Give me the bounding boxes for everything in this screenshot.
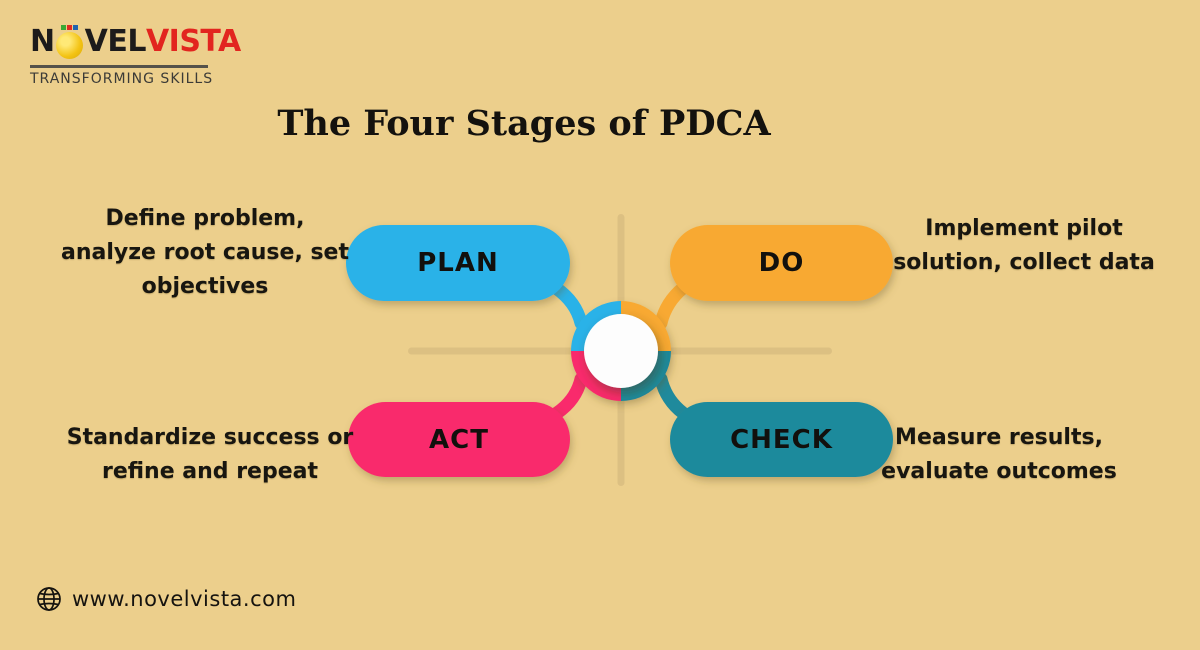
logo-letters-vel: VEL [84, 24, 147, 59]
do-description: Implement pilot solution, collect data [893, 216, 1155, 275]
footer: www.novelvista.com [36, 586, 296, 612]
logo-letter-n: N [30, 24, 55, 59]
plan-connector [549, 281, 588, 330]
page-title: The Four Stages of PDCA [277, 103, 771, 144]
logo-tagline: TRANSFORMING SKILLS [30, 70, 214, 87]
act-description: Standardize success or refine and repeat [66, 425, 354, 484]
act-connector [550, 372, 588, 420]
act-label: ACT [429, 424, 489, 455]
plan-label: PLAN [417, 248, 499, 278]
do-pill [670, 225, 893, 301]
plan-description: Define problem, analyze root cause, set … [61, 206, 349, 299]
check-connector [654, 372, 690, 420]
logo-letters-vista: VISTA [145, 24, 241, 59]
logo-color-squares [60, 25, 78, 30]
check-label: CHECK [730, 424, 833, 455]
logo-divider-line [30, 65, 208, 68]
check-description: Measure results, evaluate outcomes [881, 425, 1117, 484]
bulb-circle [55, 32, 83, 59]
plan-pill [346, 225, 570, 301]
act-pill [348, 402, 570, 477]
center-white-circle [584, 314, 658, 388]
globe-icon [37, 587, 61, 611]
website-url: www.novelvista.com [72, 587, 297, 611]
lightbulb-icon [55, 25, 84, 59]
check-pill [670, 402, 893, 477]
logo-wordmark: N VEL VISTA [30, 22, 241, 62]
do-label: DO [758, 248, 805, 278]
do-connector [654, 281, 690, 330]
novelvista-logo: N VEL VISTA TRANSFORMING SKILLS [30, 22, 241, 87]
